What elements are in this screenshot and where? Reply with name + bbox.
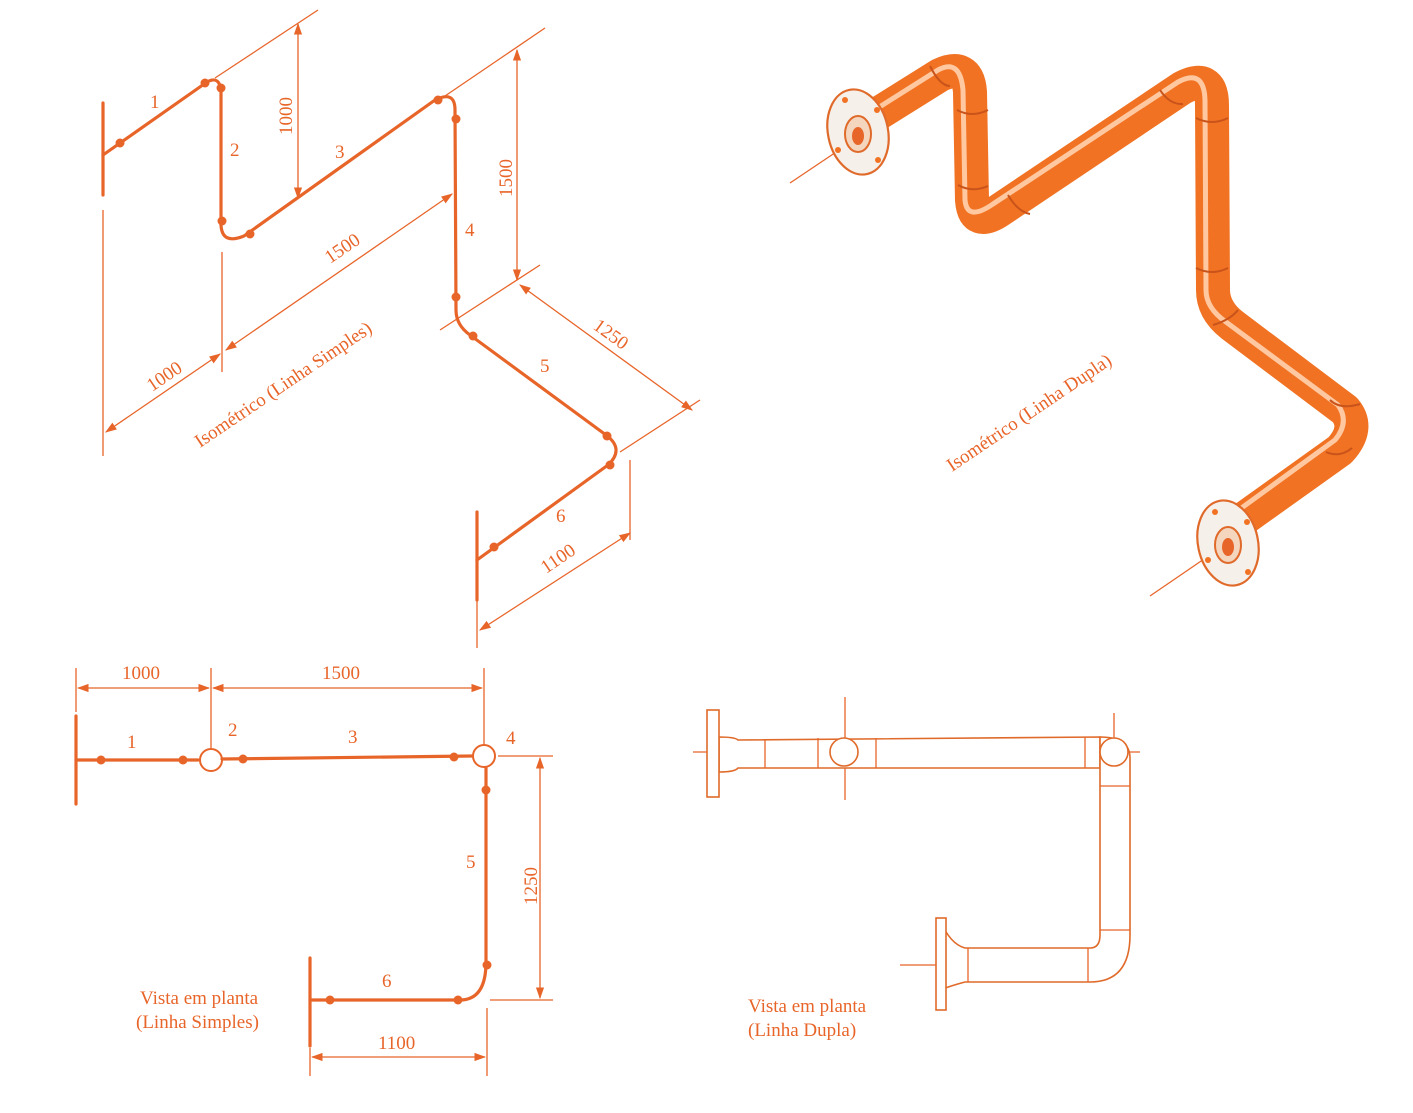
plan-segment-2: 2 [228, 720, 238, 741]
plan-double-riser-2 [829, 737, 859, 767]
iso-dim-1000-vertical: 1000 [276, 97, 297, 135]
iso-segment-4: 4 [465, 220, 475, 241]
iso-segment-1: 1 [150, 92, 160, 113]
plan-double-caption-line2: (Linha Dupla) [748, 1020, 856, 1041]
iso-dim-1500-vertical: 1500 [496, 159, 517, 197]
iso-dim-1100: 1100 [537, 540, 580, 578]
plan-single-line: 1000 1500 1250 1100 1 2 3 4 5 6 Vista em… [74, 663, 553, 1076]
iso-segment-5: 5 [540, 356, 550, 377]
iso-double-pipe-highlight [859, 64, 1346, 523]
isometric-dimension-lines [105, 22, 693, 631]
plan-segment-6: 6 [382, 971, 392, 992]
plan-double-caption-line1: Vista em planta [748, 996, 867, 1017]
plan-segment-3: 3 [348, 727, 358, 748]
plan-double-top-joints [764, 737, 1086, 768]
iso-single-caption: Isométrico (Linha Simples) [191, 318, 376, 452]
isometric-double-line: Isométrico (Linha Dupla) [789, 54, 1369, 597]
plan-segment-1: 1 [127, 732, 137, 753]
plan-pipe-route [74, 754, 488, 1002]
iso-double-pipe-body [843, 54, 1369, 547]
iso-double-flange-end [1196, 499, 1260, 587]
iso-double-flange-start [826, 88, 890, 176]
iso-double-weld-rings [929, 65, 1361, 456]
plan-dim-1500: 1500 [322, 663, 360, 684]
plan-double-line: Vista em planta (Linha Dupla) [693, 697, 1140, 1041]
plan-riser-2 [199, 748, 223, 772]
plan-double-riser-4 [1099, 737, 1129, 767]
plan-double-flange-end [935, 917, 947, 1011]
iso-dim-1000-horizontal: 1000 [143, 357, 186, 396]
iso-segment-3: 3 [335, 142, 345, 163]
plan-single-caption-line2: (Linha Simples) [136, 1012, 259, 1033]
plan-double-flange-start [706, 709, 720, 798]
plan-single-caption-line1: Vista em planta [140, 988, 259, 1009]
plan-weld-points [96, 752, 492, 1005]
plan-dimension-lines [76, 683, 545, 1062]
plan-double-right-joints [967, 785, 1130, 982]
plan-riser-4 [472, 744, 496, 768]
plan-dim-1000: 1000 [122, 663, 160, 684]
iso-dim-1250: 1250 [589, 315, 632, 354]
iso-segment-2: 2 [230, 140, 240, 161]
isometric-single-line: 1 2 3 4 5 6 1000 1500 1500 1000 1250 110… [101, 9, 701, 648]
plan-segment-4: 4 [506, 728, 516, 749]
iso-segment-6: 6 [556, 506, 566, 527]
plan-extension-lines [75, 668, 553, 1076]
iso-double-caption: Isométrico (Linha Dupla) [943, 350, 1116, 476]
plan-segment-5: 5 [466, 852, 476, 873]
iso-dim-1500-horizontal: 1500 [321, 229, 364, 268]
plan-dim-1250: 1250 [521, 867, 542, 905]
plan-dim-1100: 1100 [378, 1033, 415, 1054]
plan-double-top-run [718, 736, 1101, 773]
